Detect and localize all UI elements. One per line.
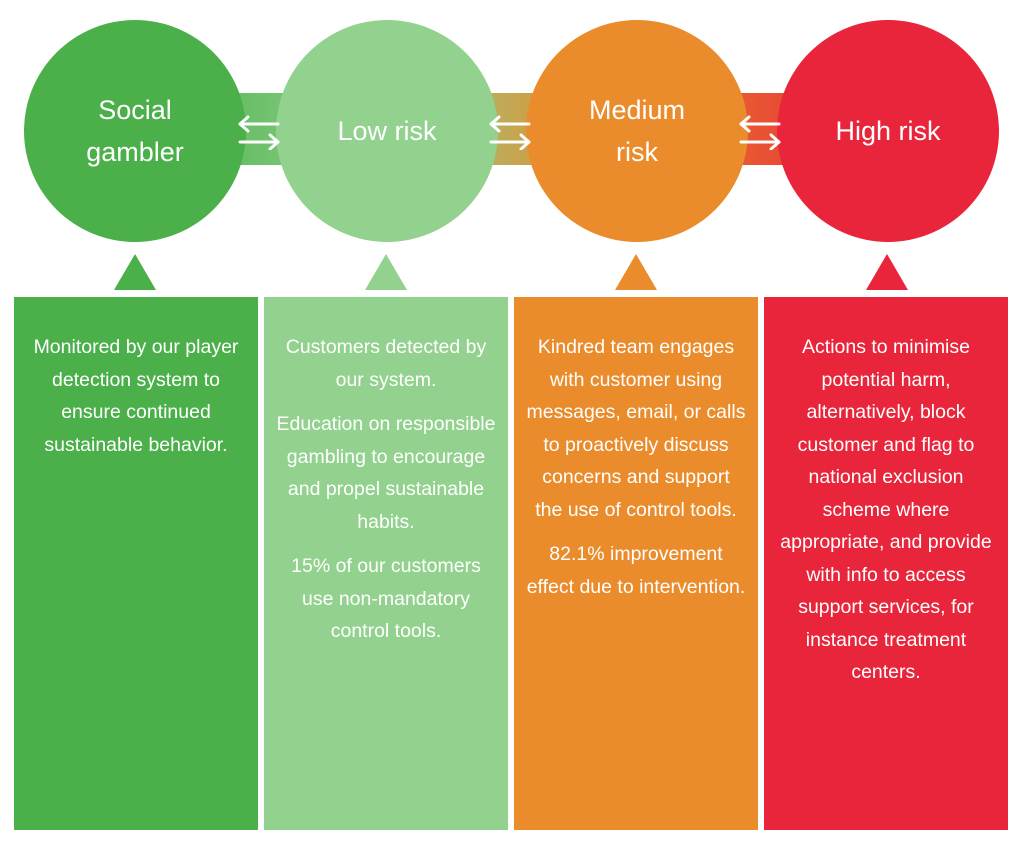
stage-circle-medium-risk: Medium risk	[526, 20, 748, 242]
stage-card-high-risk: Actions to minimise potential harm, alte…	[764, 297, 1008, 830]
stage-card-low-risk: Customers detected by our system. Educat…	[264, 297, 508, 830]
stage-card-medium-risk: Kindred team engages with customer using…	[514, 297, 758, 830]
stage-card-social-gambler: Monitored by our player detection system…	[14, 297, 258, 830]
card-paragraph: 15% of our customers use non-mandatory c…	[291, 555, 481, 642]
pointer-triangle	[365, 254, 407, 290]
stage-title: Social gambler	[86, 95, 184, 167]
pointer-triangle	[615, 254, 657, 290]
bidirectional-arrows-icon	[737, 114, 783, 150]
stage-circle-high-risk: High risk	[777, 20, 999, 242]
card-paragraph: Actions to minimise potential harm, alte…	[780, 336, 992, 683]
card-paragraph: Customers detected by our system.	[285, 336, 487, 391]
stage-title: Medium risk	[588, 95, 686, 167]
bidirectional-arrows-icon	[236, 114, 282, 150]
gradient-connector-band	[130, 93, 890, 165]
bidirectional-arrows-icon	[487, 114, 533, 150]
pointer-triangle	[866, 254, 908, 290]
stage-circle-social-gambler: Social gambler	[24, 20, 246, 242]
stage-title: High risk	[835, 116, 941, 146]
card-paragraph: Kindred team engages with customer using…	[526, 336, 746, 521]
card-paragraph: Education on responsible gambling to enc…	[276, 413, 496, 533]
card-paragraph: Monitored by our player detection system…	[33, 336, 239, 456]
stage-title: Low risk	[337, 116, 437, 146]
pointer-triangle	[114, 254, 156, 290]
card-paragraph: 82.1% improvement effect due to interven…	[526, 543, 746, 598]
stage-circle-low-risk: Low risk	[276, 20, 498, 242]
